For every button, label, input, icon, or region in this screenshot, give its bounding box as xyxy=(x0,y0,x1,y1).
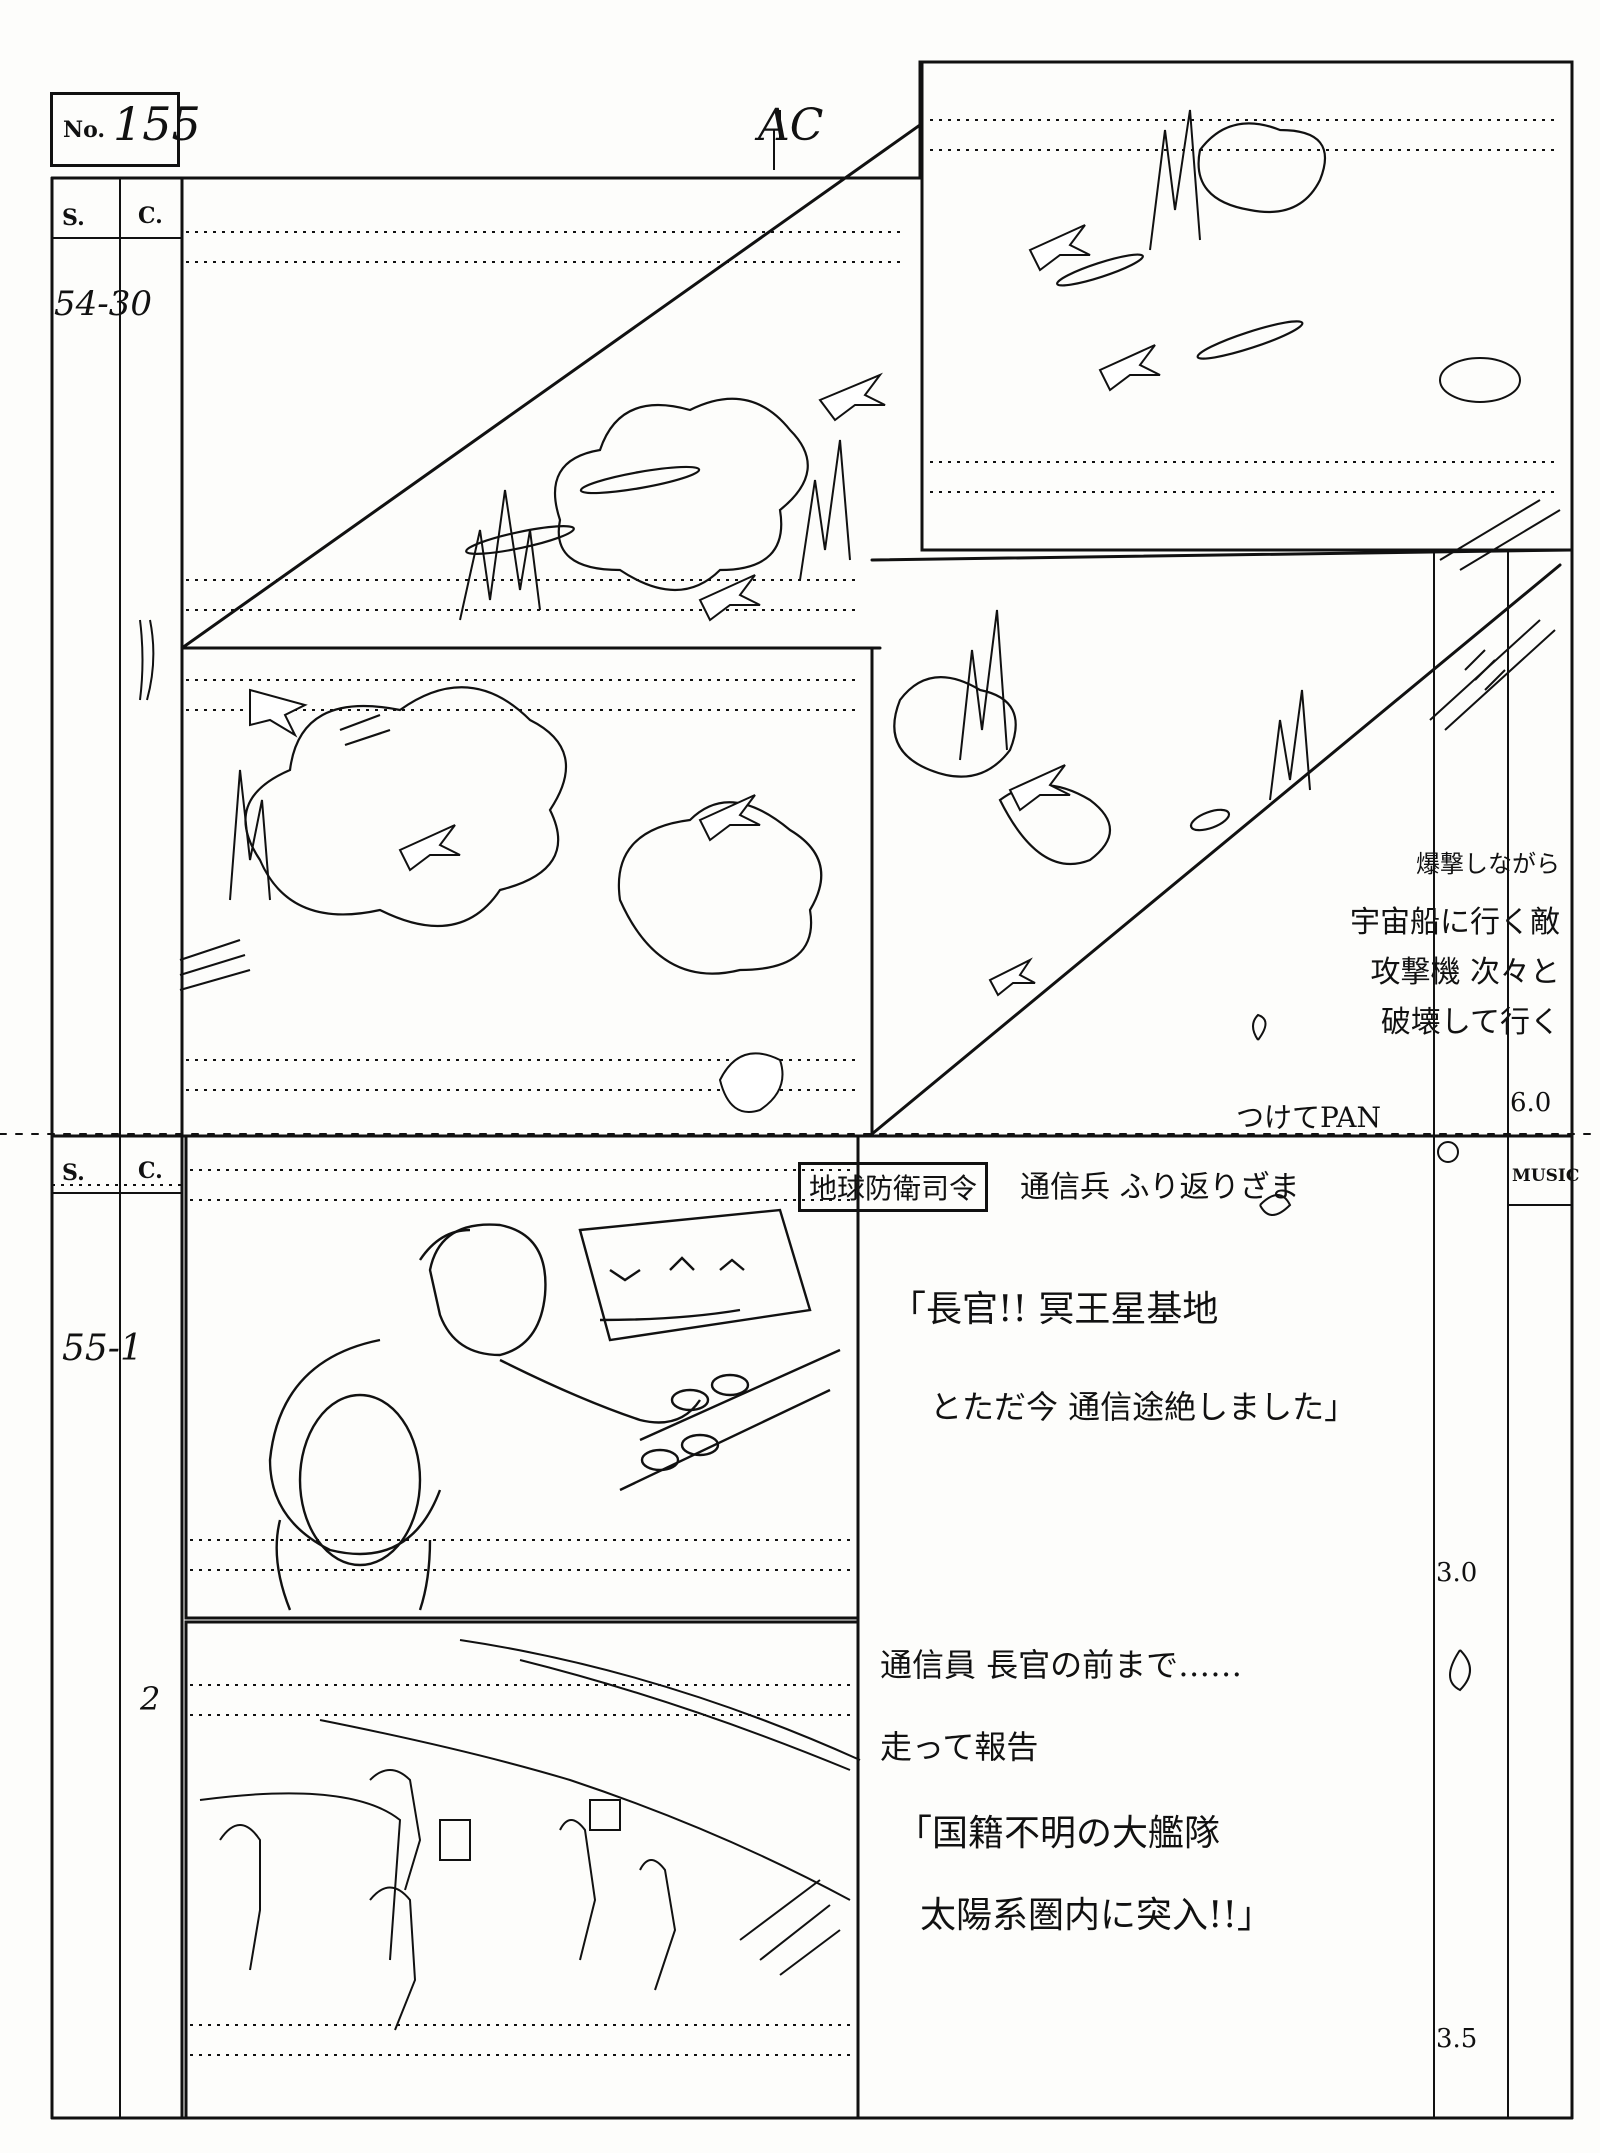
location-tag: 地球防衛司令 xyxy=(798,1162,989,1212)
cut-header: C. xyxy=(138,1158,163,1184)
action-line: 走って報告 xyxy=(880,1728,1039,1766)
scene-header: S. xyxy=(62,205,85,231)
cut-number-2: 2 xyxy=(140,1680,161,1718)
direction-line: 破壊して行く xyxy=(1380,1005,1560,1040)
scene-cut-54-30: 54-30 xyxy=(54,284,153,324)
scene-54-direction: 爆撃しながら 宇宙船に行く敵 攻撃機 次々と 破壊して行く xyxy=(1240,844,1560,1041)
cut-header: C. xyxy=(138,203,163,229)
direction-line: 爆撃しながら xyxy=(1416,850,1560,878)
header-action: 通信兵 ふり返りざま xyxy=(1020,1170,1300,1205)
dialogue-line: とただ今 通信途絶しました」 xyxy=(930,1388,1357,1426)
sheet-number-value: 155 xyxy=(113,97,201,151)
ac-mark: AC xyxy=(758,100,824,151)
dialogue-line: 太陽系圏内に突入!!」 xyxy=(920,1895,1273,1936)
scene-header: S. xyxy=(62,1160,85,1186)
dialogue-line: 「国籍不明の大艦隊 xyxy=(896,1813,1221,1854)
scene-55-dialogue: 「長官!! 冥王星基地 とただ今 通信途絶しました」 xyxy=(890,1280,1356,1428)
sheet-number-box: No. 155 xyxy=(50,92,201,167)
sheet-number-label: No. xyxy=(63,117,106,143)
direction-line: 攻撃機 次々と xyxy=(1370,955,1560,990)
music-header: MUSIC xyxy=(1512,1166,1580,1186)
time-3-5: 3.5 xyxy=(1436,2024,1478,2054)
dialogue-line: 「長官!! 冥王星基地 xyxy=(890,1289,1219,1330)
camera-note: つけてPAN xyxy=(1236,1101,1381,1134)
cut-2-text: 通信員 長官の前まで…… 走って報告 「国籍不明の大艦隊 太陽系圏内に突入!!」 xyxy=(880,1640,1273,1938)
time-6-0: 6.0 xyxy=(1510,1088,1552,1118)
action-line: 通信員 長官の前まで…… xyxy=(880,1646,1243,1684)
direction-line: 宇宙船に行く敵 xyxy=(1350,905,1560,940)
time-3-0: 3.0 xyxy=(1436,1558,1478,1588)
scene-cut-55-1: 55-1 xyxy=(62,1328,143,1369)
